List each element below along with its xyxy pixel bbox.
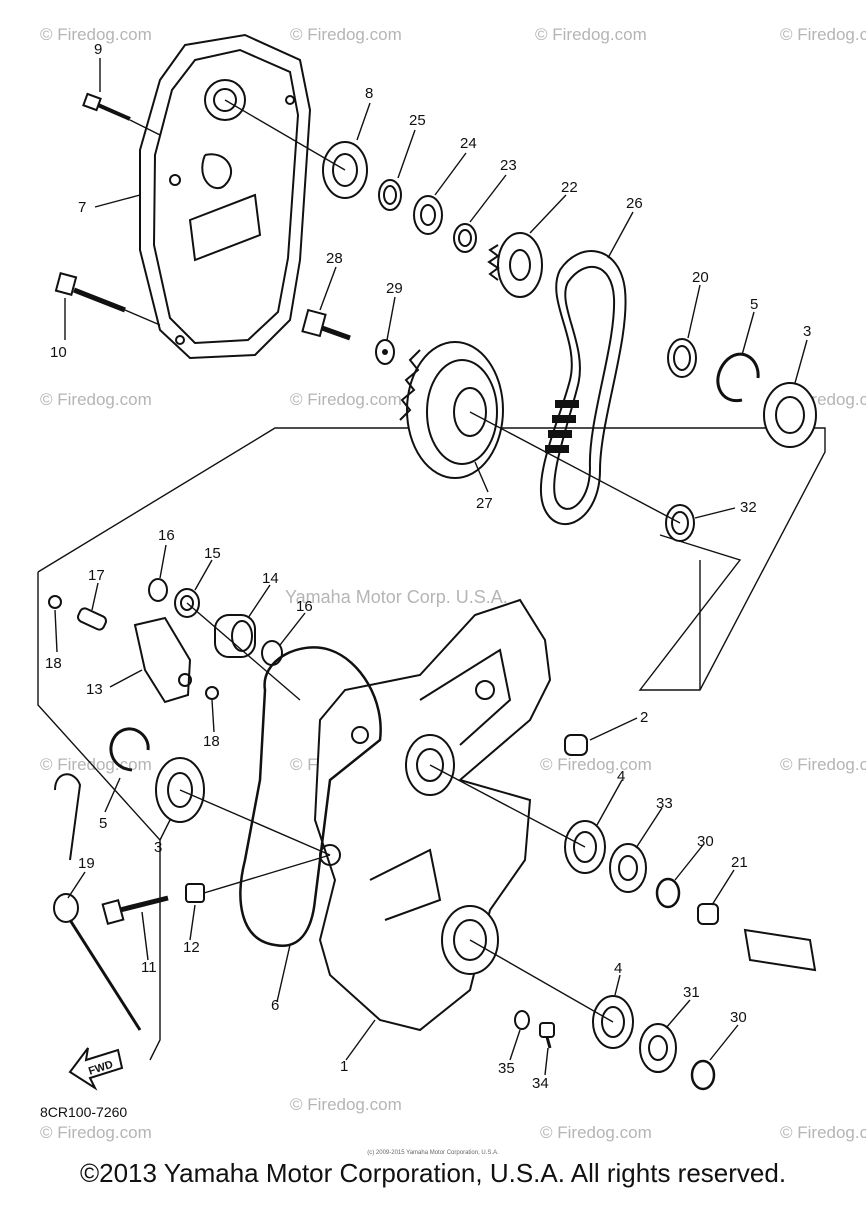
callout-30: 30 xyxy=(697,833,714,850)
callout-18: 18 xyxy=(45,655,62,672)
callout-5: 5 xyxy=(99,815,107,832)
shaft-17 xyxy=(76,607,108,631)
tensioner-arm-13 xyxy=(133,616,192,704)
callout-3: 3 xyxy=(803,323,811,340)
leader-lines xyxy=(124,99,681,1023)
nut-24 xyxy=(413,195,443,235)
bolt-9 xyxy=(82,92,131,121)
callout-33: 33 xyxy=(656,795,673,812)
callout-28: 28 xyxy=(326,250,343,267)
diagram-code: 8CR100-7260 xyxy=(40,1104,127,1120)
callout-4: 4 xyxy=(617,768,625,785)
callout-30: 30 xyxy=(730,1009,747,1026)
watermark-site: © Firedog.com xyxy=(40,25,152,44)
fwd-arrow-icon: FWD xyxy=(68,1047,124,1091)
watermark-site: © Firedog.com xyxy=(540,755,652,774)
collar-20 xyxy=(667,338,697,378)
roller-14 xyxy=(214,614,256,658)
callout-15: 15 xyxy=(204,545,221,562)
callout-9: 9 xyxy=(94,41,102,58)
callout-1: 1 xyxy=(340,1058,348,1075)
callout-35: 35 xyxy=(498,1060,515,1077)
bearing-31 xyxy=(639,1023,677,1073)
watermark-site: © Firedog.com xyxy=(40,755,152,774)
callout-27: 27 xyxy=(476,495,493,512)
dipstick-19 xyxy=(53,773,142,1031)
watermark-site: © Firedog.com xyxy=(40,390,152,409)
callout-7: 7 xyxy=(78,199,86,216)
washer-16-left xyxy=(148,578,168,602)
watermark-site: © Firedog.com xyxy=(540,1123,652,1142)
circlip-5-upper xyxy=(716,352,760,403)
circlip-5-lower xyxy=(109,727,150,772)
watermark-center: Yamaha Motor Corp. U.S.A. xyxy=(285,587,508,607)
callout-11: 11 xyxy=(141,959,157,976)
watermark-site: © Firedog.com xyxy=(40,1123,152,1142)
callout-32: 32 xyxy=(740,499,757,516)
callout-13: 13 xyxy=(86,681,103,698)
fine-print: (c) 2009-2015 Yamaha Motor Corporation, … xyxy=(367,1150,499,1156)
callout-10: 10 xyxy=(50,344,67,361)
callout-5: 5 xyxy=(750,296,758,313)
screw-34 xyxy=(539,1022,555,1049)
watermark-site: © Firedog.com xyxy=(780,1123,866,1142)
callout-16: 16 xyxy=(158,527,175,544)
bearing-3-upper xyxy=(763,382,817,448)
callout-4: 4 xyxy=(614,960,622,977)
watermark-site: © Firedog.com xyxy=(780,25,866,44)
copyright-notice: ©2013 Yamaha Motor Corporation, U.S.A. A… xyxy=(79,1158,787,1188)
callout-14: 14 xyxy=(262,570,279,587)
clip-18-lower xyxy=(205,686,219,700)
sprocket-22 xyxy=(487,232,543,298)
callout-20: 20 xyxy=(692,269,709,286)
plug-21 xyxy=(697,903,719,925)
washer-16-right xyxy=(261,640,283,666)
gasket-6 xyxy=(239,646,382,948)
callout-21: 21 xyxy=(731,854,748,871)
bearing-33 xyxy=(609,843,647,893)
callout-pointers xyxy=(54,58,808,1076)
callout-34: 34 xyxy=(532,1075,549,1092)
callout-26: 26 xyxy=(626,195,643,212)
collar-2 xyxy=(564,734,588,756)
chain-case-cover xyxy=(139,33,312,360)
callout-6: 6 xyxy=(271,997,279,1014)
callout-31: 31 xyxy=(683,984,700,1001)
chain-26 xyxy=(539,250,627,526)
callout-22: 22 xyxy=(561,179,578,196)
callout-19: 19 xyxy=(78,855,95,872)
bolt-11 xyxy=(101,895,169,925)
watermark-site: © Firedog.com xyxy=(535,25,647,44)
chain-case-1 xyxy=(313,598,552,1032)
circlip-30-upper xyxy=(655,877,681,909)
washer-35 xyxy=(514,1010,530,1030)
callout-3: 3 xyxy=(154,839,162,856)
watermark-site: © Firedog.com xyxy=(290,390,402,409)
washer-29 xyxy=(375,339,395,365)
sprocket-27 xyxy=(399,341,504,479)
callout-17: 17 xyxy=(88,567,105,584)
washer-25 xyxy=(378,179,402,211)
nut-12 xyxy=(185,883,205,903)
watermark-site: © Firedog.com xyxy=(290,25,402,44)
circlip-30-lower xyxy=(690,1059,716,1091)
watermark-site: © Firedog.com xyxy=(780,755,866,774)
washer-23 xyxy=(453,223,477,253)
callout-24: 24 xyxy=(460,135,477,152)
callout-8: 8 xyxy=(365,85,373,102)
shaft-end xyxy=(743,928,817,972)
callout-12: 12 xyxy=(183,939,200,956)
callout-numbers: 9 7 8 25 24 23 22 26 28 29 10 20 5 3 27 … xyxy=(45,41,811,1092)
callout-18: 18 xyxy=(203,733,220,750)
callout-2: 2 xyxy=(640,709,648,726)
callout-16: 16 xyxy=(296,598,313,615)
bolt-28 xyxy=(301,308,351,341)
callout-23: 23 xyxy=(500,157,517,174)
callout-29: 29 xyxy=(386,280,403,297)
bolt-10 xyxy=(54,272,126,313)
clip-18-upper xyxy=(48,595,62,609)
callout-25: 25 xyxy=(409,112,426,129)
watermark-site: © Firedog.com xyxy=(290,1095,402,1114)
